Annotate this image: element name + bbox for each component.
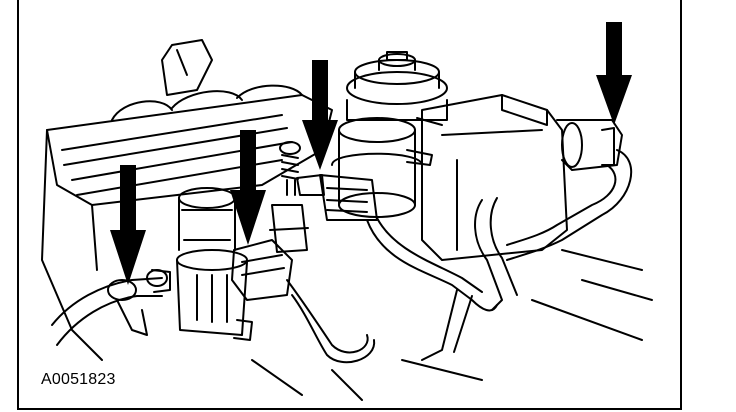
down-arrow-icon bbox=[596, 22, 632, 125]
pressure-regulator bbox=[331, 117, 443, 218]
right-hose bbox=[474, 149, 633, 311]
left-hose bbox=[51, 269, 171, 346]
down-arrow-icon bbox=[230, 130, 266, 245]
egr-valve bbox=[346, 51, 448, 121]
figure-id-label: A0051823 bbox=[41, 371, 116, 388]
illustration-frame: A0051823 bbox=[17, 0, 682, 410]
left-connector bbox=[231, 204, 376, 364]
background-lines bbox=[251, 249, 653, 401]
center-connector bbox=[296, 174, 498, 361]
spring-bolt bbox=[279, 141, 301, 196]
down-arrow-icon bbox=[110, 165, 146, 285]
solenoid-canister bbox=[176, 187, 253, 341]
down-arrow-icon bbox=[302, 60, 338, 170]
throttle-housing bbox=[421, 94, 623, 261]
engine-illustration bbox=[41, 22, 653, 401]
intake-manifold bbox=[41, 39, 333, 361]
